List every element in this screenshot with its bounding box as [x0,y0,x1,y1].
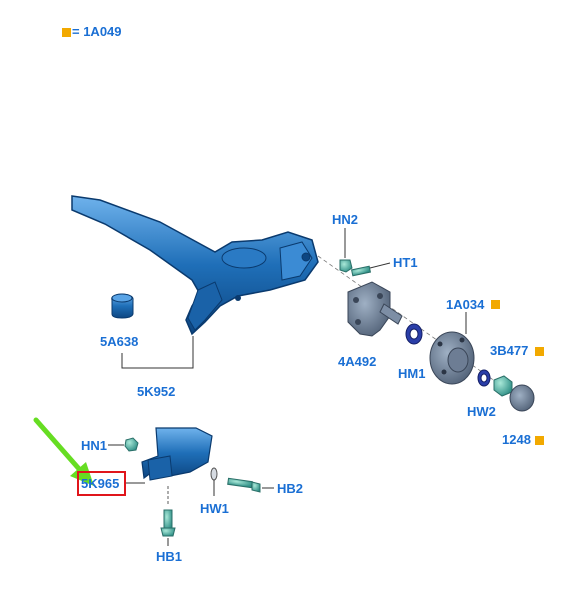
label-hm1: HM1 [398,366,426,381]
nut-3b477 [493,375,513,397]
bolt-hb1 [160,486,176,546]
marker-1248 [535,436,544,445]
label-5k952: 5K952 [137,384,176,399]
green-pointer-arrow [33,417,94,486]
legend-text: = 1A049 [72,24,122,39]
spindle-4a492 [347,281,403,337]
marker-1a034 [491,300,500,309]
nut-hn1 [108,437,139,452]
marker-3b477 [535,347,544,356]
bolt-hn2 [339,228,353,273]
washer-hw2 [477,369,491,387]
label-hb1: HB1 [156,549,183,564]
label-ht1: HT1 [393,255,418,270]
label-hw1: HW1 [200,501,229,516]
label-4a492: 4A492 [338,354,377,369]
cap-1248 [509,384,535,412]
leader-5k952 [121,336,194,369]
rear-axle-beam [71,195,319,336]
hub-1a034 [429,312,475,385]
bushing-5a638 [111,293,134,319]
washer-hm1 [405,323,423,345]
label-hn2: HN2 [332,212,359,227]
label-hb2: HB2 [277,481,304,496]
label-1a034: 1A034 [446,297,485,312]
highlight-box-5k965 [77,471,126,496]
label-5a638: 5A638 [100,334,139,349]
label-hw2: HW2 [467,404,496,419]
label-hn1: HN1 [81,438,108,453]
washer-hw1 [210,467,218,496]
label-3b477: 3B477 [490,343,529,358]
stud-ht1 [350,262,391,277]
label-5k965[interactable]: 5K965 [81,476,120,491]
legend-marker-square [62,28,71,37]
bracket-5k965 [141,427,213,481]
label-1248: 1248 [502,432,531,447]
bolt-hb2 [227,477,274,493]
